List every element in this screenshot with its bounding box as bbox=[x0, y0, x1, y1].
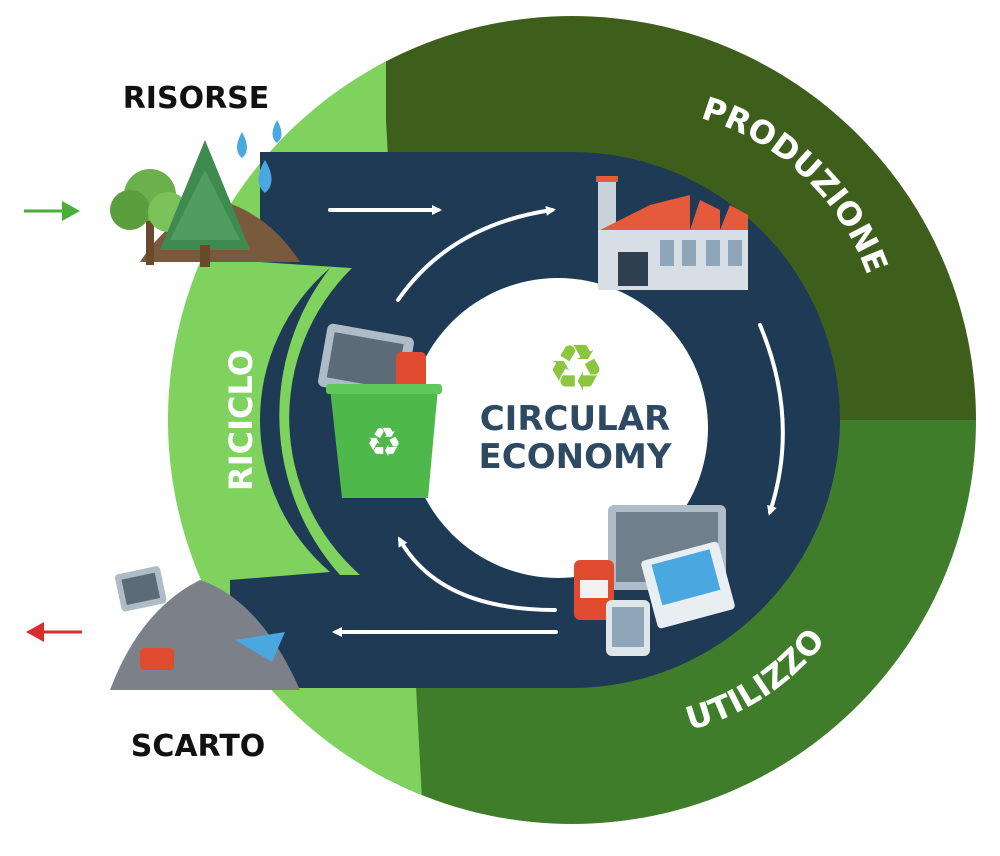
arrow-to-use bbox=[758, 323, 785, 516]
recycling-bin-icon: ♻ bbox=[318, 323, 442, 498]
factory-icon bbox=[596, 176, 748, 290]
arrow-to-production bbox=[396, 205, 556, 302]
recycle-icon: ♻ bbox=[547, 332, 604, 406]
flow-arrows bbox=[328, 205, 785, 637]
center-disc bbox=[408, 278, 708, 578]
trash-pile-icon bbox=[110, 566, 300, 690]
label-risorse: RISORSE bbox=[123, 81, 270, 116]
label-scarto: SCARTO bbox=[131, 729, 266, 764]
water-drop-icon bbox=[237, 120, 282, 193]
label-riciclo: RICICLO bbox=[222, 349, 260, 491]
center-title-line2: ECONOMY bbox=[479, 437, 672, 477]
input-arrow bbox=[24, 201, 80, 221]
arrow-to-recycle bbox=[398, 536, 557, 612]
center-title-line1: CIRCULAR bbox=[480, 399, 671, 439]
output-arrow bbox=[26, 622, 82, 642]
recycle-band bbox=[279, 268, 360, 575]
svg-text:♻: ♻ bbox=[366, 420, 402, 466]
tree-icon bbox=[110, 140, 300, 267]
devices-icon bbox=[574, 505, 735, 656]
